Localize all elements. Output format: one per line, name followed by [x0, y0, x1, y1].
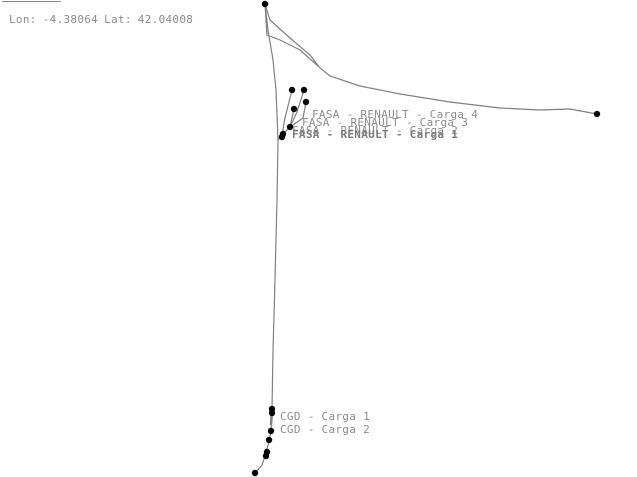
route-lines: [254, 3, 598, 474]
stop-marker[interactable]: [268, 409, 276, 417]
stop-marker[interactable]: [302, 98, 310, 106]
cursor-coordinates: Lon: -4.38064 Lat: 42.04008: [9, 13, 199, 26]
stop-marker[interactable]: [262, 452, 270, 460]
stop-label: CGD - Carga 2: [280, 423, 370, 436]
stop-label: FASA - RENAULT - Carga 4: [312, 108, 479, 121]
stop-marker[interactable]: [267, 427, 275, 435]
lon-value: -4.38064: [42, 13, 99, 26]
stop-label: FASA - RENAULT - Carga 2: [292, 124, 459, 137]
stop-marker[interactable]: [288, 86, 296, 94]
stop-markers[interactable]: [251, 0, 601, 477]
stop-label: FASA - RENAULT - Carga 1: [292, 128, 459, 141]
stop-marker[interactable]: [593, 110, 601, 118]
lon-label: Lon:: [9, 13, 37, 26]
stop-label: CGD - Carga 1: [280, 410, 370, 423]
stop-marker[interactable]: [290, 105, 298, 113]
stop-marker[interactable]: [251, 469, 259, 477]
stop-marker[interactable]: [278, 133, 286, 141]
stop-marker[interactable]: [300, 86, 308, 94]
scale-bar: [2, 1, 61, 2]
lat-label: Lat:: [104, 13, 132, 26]
stop-marker[interactable]: [286, 123, 294, 131]
stop-marker[interactable]: [265, 436, 273, 444]
stop-label: FASA - RENAULT - Carga 3: [302, 116, 469, 129]
lat-value: 42.04008: [137, 13, 194, 26]
stop-marker[interactable]: [261, 0, 269, 8]
